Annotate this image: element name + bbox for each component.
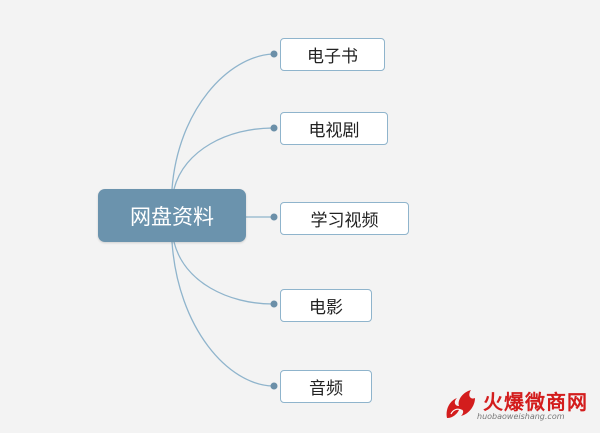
watermark-brand: 火爆微商网	[483, 390, 588, 414]
watermark: 火爆微商网 huobaoweishang.com	[441, 384, 596, 430]
branch-label: 电影	[309, 298, 343, 318]
branch-node-study-videos[interactable]: 学习视频	[280, 202, 409, 235]
connector-line	[171, 241, 274, 387]
connector-dot	[270, 300, 278, 308]
root-node[interactable]: 网盘资料	[98, 189, 246, 242]
branch-label: 电子书	[307, 47, 358, 67]
connector-line	[173, 127, 274, 190]
branch-label: 音频	[309, 379, 343, 399]
connector-dot	[270, 382, 278, 390]
connector-line	[171, 53, 274, 190]
branch-label: 电视剧	[308, 121, 360, 141]
root-label: 网盘资料	[130, 204, 214, 229]
connector-dot	[270, 124, 278, 132]
branch-node-ebooks[interactable]: 电子书	[280, 38, 385, 71]
branch-node-tv-series[interactable]: 电视剧	[280, 112, 388, 145]
connector-line	[173, 241, 274, 305]
connector-dot	[270, 50, 278, 58]
connector-dot	[270, 213, 278, 221]
branch-node-movies[interactable]: 电影	[280, 289, 372, 322]
fire-dragon-logo-icon	[446, 390, 475, 418]
watermark-url: huobaoweishang.com	[477, 412, 565, 421]
branch-label: 学习视频	[310, 211, 379, 231]
branch-node-audio[interactable]: 音频	[280, 370, 372, 403]
